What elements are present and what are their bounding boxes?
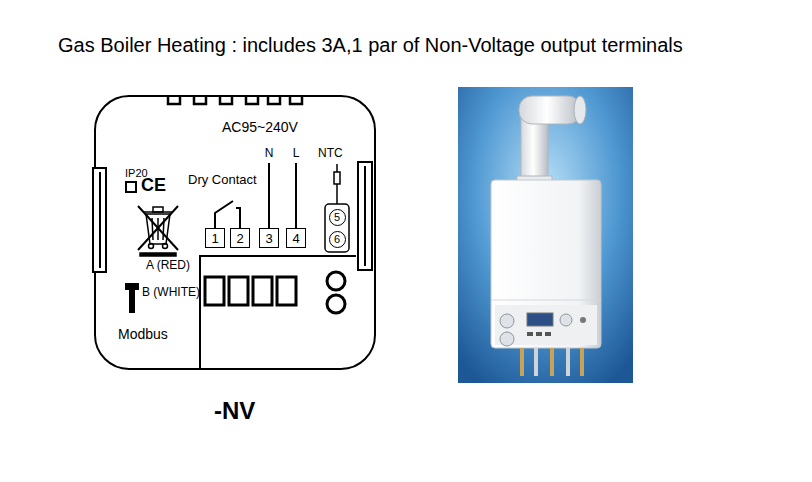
weee-bin-icon-part	[140, 253, 176, 256]
housing-outline	[95, 96, 375, 369]
terminal-screws-part	[253, 277, 272, 305]
boiler-illustration-part	[491, 300, 601, 301]
terminal-screws-part	[229, 277, 248, 305]
boiler-illustration-part-part	[580, 348, 584, 376]
mains-wires-part	[268, 163, 270, 228]
pin-name: N	[265, 146, 274, 160]
terminal-number: 3	[265, 232, 272, 245]
boiler-illustration-part	[458, 87, 633, 383]
terminal-circle: 6	[329, 231, 346, 248]
weee-bin-icon-part	[138, 206, 178, 250]
terminal-box: 4	[286, 228, 306, 248]
switch-symbol-part	[215, 201, 233, 228]
switch-symbol-part	[236, 208, 240, 228]
boiler-illustration-part	[495, 305, 597, 345]
boiler-illustration-part-part	[520, 348, 524, 376]
sensor-label: NTC	[318, 146, 343, 160]
top-notches-part	[268, 96, 280, 104]
boiler-illustration-part	[536, 332, 542, 336]
top-notches-part	[290, 96, 302, 104]
terminal-screws-part	[327, 295, 345, 313]
boiler-illustration-part	[522, 348, 582, 376]
terminal-block-outline	[200, 256, 356, 368]
terminal-number: 2	[236, 232, 243, 245]
boiler-illustration-part-part	[566, 348, 570, 376]
right-tab	[358, 162, 372, 270]
terminal-number: 4	[292, 232, 299, 245]
boiler-illustration-part	[500, 332, 514, 346]
boiler-illustration-part	[545, 332, 551, 336]
weee-bin-icon-part	[163, 244, 168, 249]
boiler-illustration-part	[527, 332, 533, 336]
caption: -NV	[214, 397, 255, 426]
pin-name: L	[293, 146, 300, 160]
weee-bin-icon	[138, 206, 178, 256]
title: Gas Boiler Heating : includes 3A,1 par o…	[58, 33, 683, 57]
terminal-number: 5	[334, 212, 340, 223]
top-notches-part	[246, 96, 258, 104]
contact-label: Dry Contact	[188, 172, 257, 188]
boiler-illustration-part	[574, 96, 586, 124]
left-tab	[93, 168, 106, 272]
top-notches	[168, 96, 302, 104]
boiler-illustration-part	[560, 314, 572, 326]
terminal-box: 3	[259, 228, 279, 248]
boiler-illustration-part	[491, 180, 601, 348]
top-notches-part	[194, 96, 206, 104]
boiler-illustration-part	[580, 317, 586, 323]
wire-label: A (RED)	[146, 258, 190, 272]
wire-label: B (WHITE)	[142, 285, 200, 299]
terminal-screws-part	[277, 277, 296, 305]
boiler-illustration-part-part	[534, 348, 538, 376]
modbus-connector-symbol	[125, 283, 139, 313]
ntc-symbol-part	[325, 204, 349, 252]
terminal-screws-part	[205, 277, 224, 305]
boiler-illustration-part-part	[550, 348, 554, 376]
terminal-number: 1	[211, 232, 218, 245]
weee-bin-icon-part	[149, 244, 154, 249]
boiler-illustration-part	[519, 96, 581, 124]
ntc-symbol	[325, 164, 349, 252]
ce-mark: CE	[141, 175, 166, 197]
terminal-screws	[205, 272, 345, 313]
switch-symbol	[215, 201, 240, 228]
boiler-illustration	[458, 87, 633, 383]
bus-label: Modbus	[118, 326, 168, 343]
terminal-box: 2	[230, 228, 250, 248]
top-notches-part	[220, 96, 232, 104]
terminal-box: 1	[205, 228, 225, 248]
top-notches-part	[168, 96, 180, 104]
voltage-label: AC95~240V	[222, 119, 298, 136]
boiler-illustration-part	[527, 313, 553, 326]
ip-square	[126, 182, 136, 192]
weee-bin-icon-part	[153, 207, 163, 212]
weee-bin-icon-part	[138, 206, 178, 250]
terminal-circle: 5	[329, 209, 346, 226]
terminal-number: 6	[334, 234, 340, 245]
mains-wires	[269, 163, 296, 228]
mains-wires-part	[295, 163, 297, 228]
ntc-symbol-part	[334, 172, 340, 184]
right-tab-line	[364, 166, 366, 266]
terminal-screws-part	[327, 272, 345, 290]
modbus-connector-symbol-part	[129, 283, 135, 313]
boiler-illustration-part	[500, 314, 514, 328]
left-tab-line	[99, 172, 101, 268]
thermostat-housing	[93, 96, 375, 369]
